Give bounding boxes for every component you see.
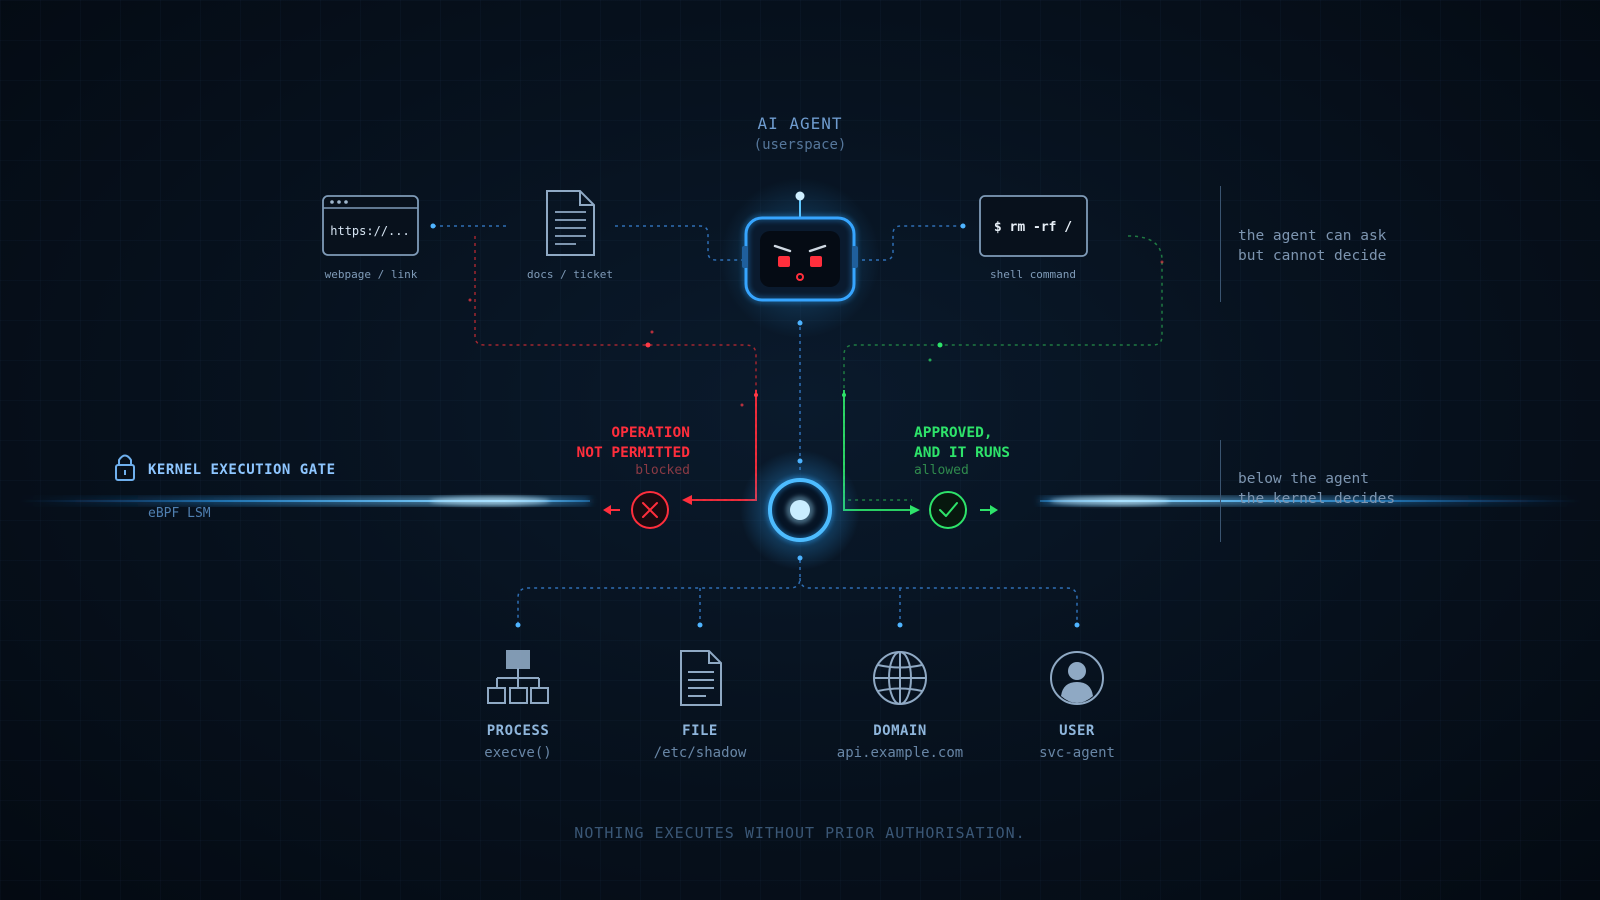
target-file-name: FILE [682,723,718,739]
target-domain-value: api.example.com [836,745,964,761]
footer-tagline: NOTHING EXECUTES WITHOUT PRIOR AUTHORISA… [574,824,1026,842]
gate-title: KERNEL EXECUTION GATE [148,462,336,478]
input-caption-docs: docs / ticket [526,268,614,281]
note-agent: the agent can ask but cannot decide [1238,226,1386,266]
target-process-value: execve() [484,745,552,761]
approved-status: allowed [914,463,969,478]
robot-icon [720,178,880,338]
target-domain-name: DOMAIN [873,723,927,739]
input-caption-shell: shell command [989,268,1077,281]
note-kernel: below the agent the kernel decides [1238,469,1395,509]
note-kernel-line2: the kernel decides [1238,491,1396,507]
note-separator-bottom [1220,440,1221,542]
note-agent-line2: but cannot decide [1238,248,1387,264]
approved-line1: APPROVED, [914,425,993,441]
shell-command-text: $ rm -rf / [993,220,1073,235]
check-circle-icon [929,491,967,529]
note-kernel-line1: below the agent [1238,471,1369,487]
blocked-status: blocked [635,463,690,478]
target-file-value: /etc/shadow [653,745,747,761]
x-circle-icon [631,491,669,529]
file-icon [680,650,722,706]
agent-subtitle: (userspace) [753,137,847,153]
note-separator-top [1220,186,1221,302]
approved-line2: AND IT RUNS [914,445,1011,461]
terminal-icon [979,195,1088,257]
browser-window-icon [322,195,419,256]
blocked-line1: OPERATION [611,425,690,441]
process-tree-icon [487,650,549,704]
blocked-line2: NOT PERMITTED [576,445,691,461]
document-icon [546,190,595,256]
input-caption-webpage: webpage / link [324,268,418,281]
kernel-gate-beam [20,497,1580,505]
gate-subtitle: eBPF LSM [148,506,211,521]
input-wires [433,225,1078,625]
blocked-label: OPERATION NOT PERMITTED blocked [577,423,691,478]
lock-icon [115,454,135,481]
globe-icon [873,651,927,705]
target-user-value: svc-agent [1039,745,1115,761]
target-process-name: PROCESS [486,723,550,739]
approved-label: APPROVED, AND IT RUNS allowed [914,423,1010,478]
gate-core [740,450,860,570]
user-icon [1050,651,1104,705]
agent-title: AI AGENT [757,114,843,133]
browser-url-text: https://... [330,224,410,238]
target-user-name: USER [1059,723,1095,739]
note-agent-line1: the agent can ask [1238,228,1387,244]
